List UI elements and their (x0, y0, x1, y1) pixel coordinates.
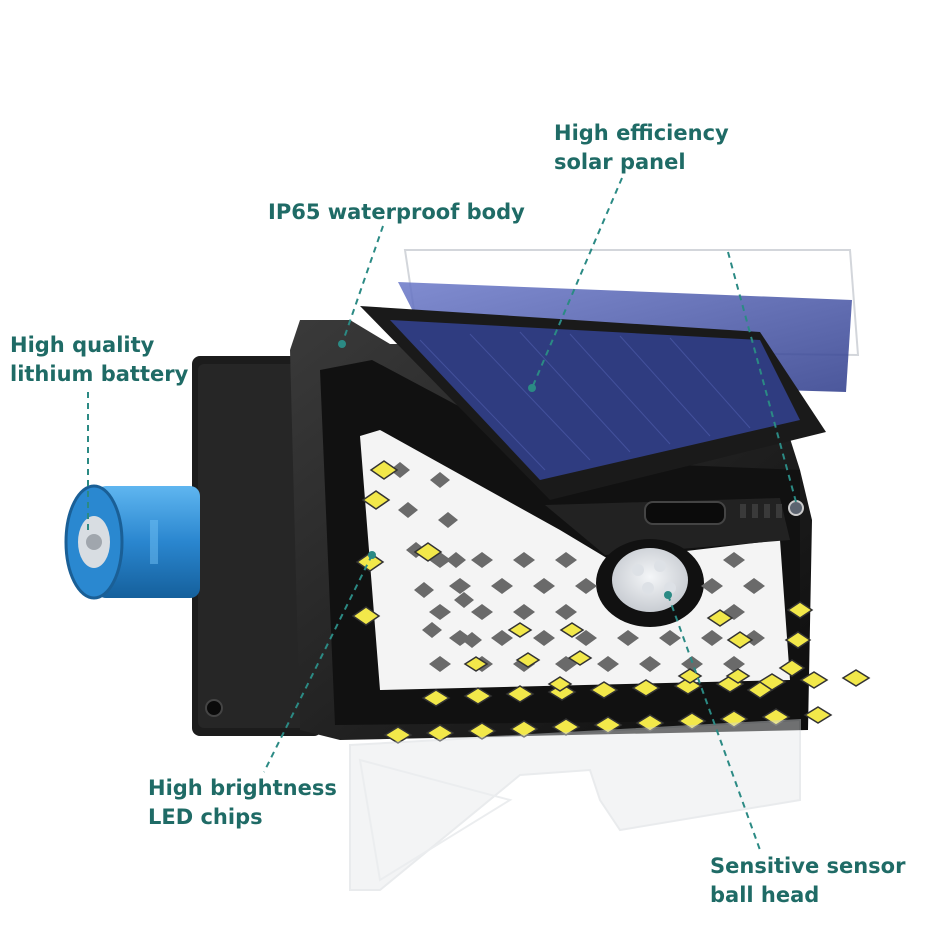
led-chip (509, 720, 539, 738)
callout-sensor-line1: Sensitive sensor (710, 854, 906, 878)
led-recess (398, 502, 418, 518)
led-recess (454, 592, 474, 608)
led-recess (597, 656, 619, 672)
led-chip (803, 706, 833, 724)
led-recess (513, 552, 535, 568)
led-chip (778, 659, 806, 677)
led-chip (463, 656, 489, 672)
led-recess (422, 622, 442, 638)
led-chip (631, 679, 661, 697)
lithium-battery (64, 484, 200, 600)
led-recess (462, 632, 482, 648)
led-recess (513, 604, 535, 620)
mounting-plate (192, 356, 322, 736)
callout-sensor-line2: ball head (710, 883, 820, 907)
led-recess (659, 630, 681, 646)
led-recess (430, 472, 450, 488)
led-chip (551, 718, 581, 736)
callout-solar-line1: High efficiency (554, 121, 729, 145)
solar-panel (360, 249, 860, 525)
led-chip (361, 490, 391, 510)
led-recess (533, 630, 555, 646)
led-recess (575, 578, 597, 594)
led-recess (743, 578, 765, 594)
led-chip (559, 622, 585, 638)
led-chip (413, 542, 443, 562)
callout-led-chips: High brightness LED chips (148, 774, 337, 832)
led-recess (723, 656, 745, 672)
led-recess (491, 630, 513, 646)
callout-led-line2: LED chips (148, 805, 263, 829)
led-recess (681, 656, 703, 672)
led-recess (701, 578, 723, 594)
callout-battery: High quality lithium battery (10, 331, 188, 389)
led-chip (673, 677, 703, 695)
led-chip (719, 710, 749, 728)
led-recess (449, 578, 471, 594)
leader-solar (531, 177, 623, 389)
led-recess (438, 512, 458, 528)
led-chip (746, 681, 774, 699)
led-chip (351, 606, 381, 626)
led-recess (639, 656, 661, 672)
led-recess (555, 552, 577, 568)
callout-battery-line2: lithium battery (10, 362, 189, 386)
leader-sensor (667, 594, 761, 851)
led-chip (547, 676, 573, 692)
reflection (349, 718, 801, 891)
led-recess (555, 604, 577, 620)
callout-body-line1: IP65 waterproof body (268, 200, 525, 224)
led-chip (799, 671, 829, 689)
led-chip (786, 601, 814, 619)
led-recess (390, 462, 410, 478)
led-chip (507, 622, 533, 638)
led-chip (567, 650, 593, 666)
led-chip (761, 708, 791, 726)
led-recess (414, 582, 434, 598)
leader-lines (87, 177, 797, 851)
led-chip (706, 609, 734, 627)
led-chip (383, 726, 413, 744)
sensor-ball-head (596, 539, 704, 627)
callout-solar-line2: solar panel (554, 150, 686, 174)
led-recess (491, 578, 513, 594)
led-recess (429, 604, 451, 620)
led-chip (505, 685, 535, 703)
led-chip (369, 460, 399, 480)
led-chip (593, 716, 623, 734)
led-chip (463, 687, 493, 705)
led-chip (467, 722, 497, 740)
led-chips (351, 460, 871, 744)
led-chip (841, 669, 871, 687)
leader-led (263, 554, 373, 773)
led-chip (515, 652, 541, 668)
led-chip (425, 724, 455, 742)
led-recess (575, 630, 597, 646)
leader-dots (338, 340, 672, 599)
callout-solar-panel: High efficiency solar panel (554, 119, 729, 177)
callout-battery-line1: High quality (10, 333, 155, 357)
led-recess (617, 630, 639, 646)
led-recess (471, 552, 493, 568)
led-chip (589, 681, 619, 699)
led-chip (635, 714, 665, 732)
led-recess (723, 552, 745, 568)
led-recess (446, 552, 466, 568)
callout-led-line1: High brightness (148, 776, 337, 800)
led-recess (429, 656, 451, 672)
led-chip (725, 668, 751, 684)
callout-sensor: Sensitive sensor ball head (710, 852, 905, 910)
led-recess (471, 604, 493, 620)
led-recess (533, 578, 555, 594)
led-recess (701, 630, 723, 646)
led-chip (421, 689, 451, 707)
leader-body (341, 225, 384, 345)
callout-waterproof-body: IP65 waterproof body (268, 198, 525, 227)
led-chip (726, 631, 754, 649)
led-chip (677, 712, 707, 730)
led-chip (784, 631, 812, 649)
